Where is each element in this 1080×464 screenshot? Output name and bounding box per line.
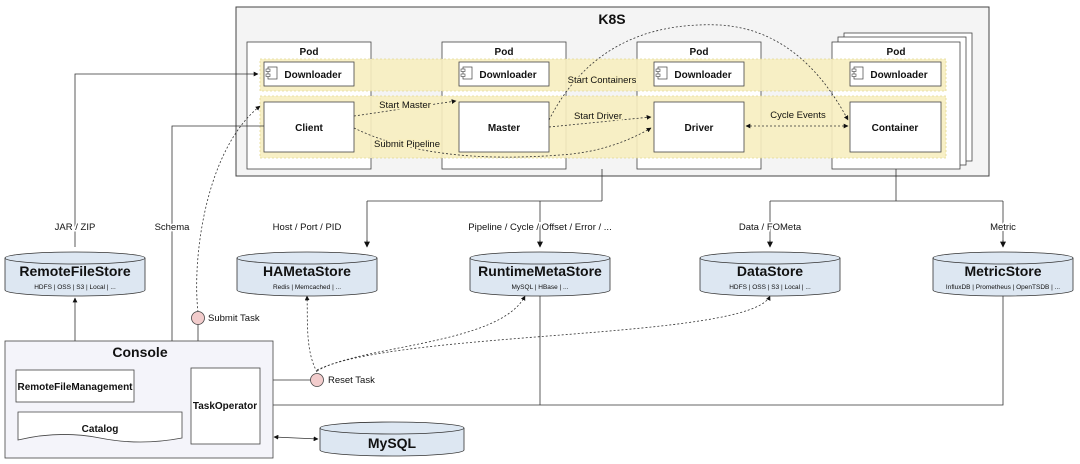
downloader-driver: Downloader (653, 61, 745, 87)
metricstore: MetricStore InfluxDB | Prometheus | Open… (932, 251, 1074, 297)
downloader-driver-label: Downloader (674, 70, 731, 81)
pod-title-master: Pod (495, 47, 514, 58)
reset-task-to-datastore (316, 295, 771, 371)
component-icon (657, 66, 668, 80)
submit-pipeline-label: Submit Pipeline (374, 139, 440, 150)
catalog-document (17, 411, 183, 443)
remotefilestore-sub: HDFS | OSS | S3 | Local | ... (34, 284, 116, 291)
schema-label: Schema (155, 222, 191, 233)
remotefilestore: RemoteFileStore HDFS | OSS | S3 | Local … (4, 251, 146, 297)
console-title: Console (112, 344, 167, 360)
container-store-line (769, 169, 1004, 247)
datastore-title: DataStore (737, 263, 803, 279)
downloader-master-label: Downloader (479, 70, 536, 81)
hametastore-title: HAMetaStore (263, 263, 351, 279)
client-box (263, 101, 355, 153)
hametastore: HAMetaStore Redis | Memcached | ... (236, 251, 378, 297)
remote-file-management-box (15, 369, 135, 403)
hametastore-sub: Redis | Memcached | ... (273, 284, 341, 291)
jar-zip-line (74, 71, 259, 247)
container-box (849, 101, 942, 153)
client-label: Client (295, 123, 323, 134)
start-driver-label: Start Driver (574, 111, 622, 122)
component-icon (462, 66, 473, 80)
pod-title-client: Pod (300, 47, 319, 58)
pipeline-cycle-label: Pipeline / Cycle / Offset / Error / ... (468, 222, 611, 233)
metric-to-taskoperator (261, 296, 1004, 408)
runtimemetastore-sub: MySQL | HBase | ... (512, 284, 569, 291)
taskoperator-mysql-arrow (273, 434, 319, 442)
jar-zip-label: JAR / ZIP (55, 222, 96, 233)
submit-task-label: Submit Task (208, 313, 260, 324)
cycle-events-label: Cycle Events (770, 110, 826, 121)
reset-task-node (310, 373, 324, 387)
pod-title-container: Pod (887, 47, 906, 58)
metricstore-title: MetricStore (964, 263, 1041, 279)
remote-file-management-label: RemoteFileManagement (17, 382, 133, 393)
datastore: DataStore HDFS | OSS | S3 | Local | ... (699, 251, 841, 297)
reset-task-label: Reset Task (328, 375, 375, 386)
driver-label: Driver (685, 123, 714, 134)
downloader-client-label: Downloader (284, 70, 341, 81)
master-store-line (366, 169, 603, 247)
host-port-pid-label: Host / Port / PID (273, 222, 342, 233)
datastore-sub: HDFS | OSS | S3 | Local | ... (729, 284, 811, 291)
downloader-container: Downloader (849, 61, 942, 87)
downloader-master: Downloader (458, 61, 550, 87)
start-driver-arrow (548, 115, 652, 128)
metric-label: Metric (990, 222, 1016, 233)
start-containers-label: Start Containers (568, 75, 637, 86)
submit-pipeline-arrow (353, 127, 652, 158)
driver-box (653, 101, 745, 153)
master-box (458, 101, 550, 153)
taskoperator-label: TaskOperator (193, 401, 257, 412)
start-master-arrow (353, 99, 457, 117)
downloader-band (259, 58, 947, 92)
taskoperator-box (190, 367, 261, 445)
submit-task-node (191, 311, 205, 325)
mysql-store: MySQL (319, 421, 465, 457)
remotefilestore-title: RemoteFileStore (19, 263, 130, 279)
schema-line (169, 125, 264, 411)
start-master-label: Start Master (379, 100, 431, 111)
reset-task-to-hametastore (304, 295, 318, 373)
component-icon (853, 66, 864, 80)
metricstore-sub: InfluxDB | Prometheus | OpenTSDB | ... (946, 284, 1060, 291)
main-process-band (259, 95, 947, 159)
pod-title-driver: Pod (690, 47, 709, 58)
runtimemetastore: RuntimeMetaStore MySQL | HBase | ... (469, 251, 611, 297)
mysql-title: MySQL (368, 435, 417, 451)
container-label: Container (872, 123, 919, 134)
component-icon (267, 66, 278, 80)
data-fometa-label: Data / FOMeta (739, 222, 802, 233)
downloader-client: Downloader (263, 61, 355, 87)
downloader-container-label: Downloader (870, 70, 927, 81)
runtimemetastore-title: RuntimeMetaStore (478, 263, 602, 279)
catalog-label: Catalog (82, 424, 119, 435)
k8s-title: K8S (598, 11, 625, 27)
master-label: Master (488, 123, 520, 134)
